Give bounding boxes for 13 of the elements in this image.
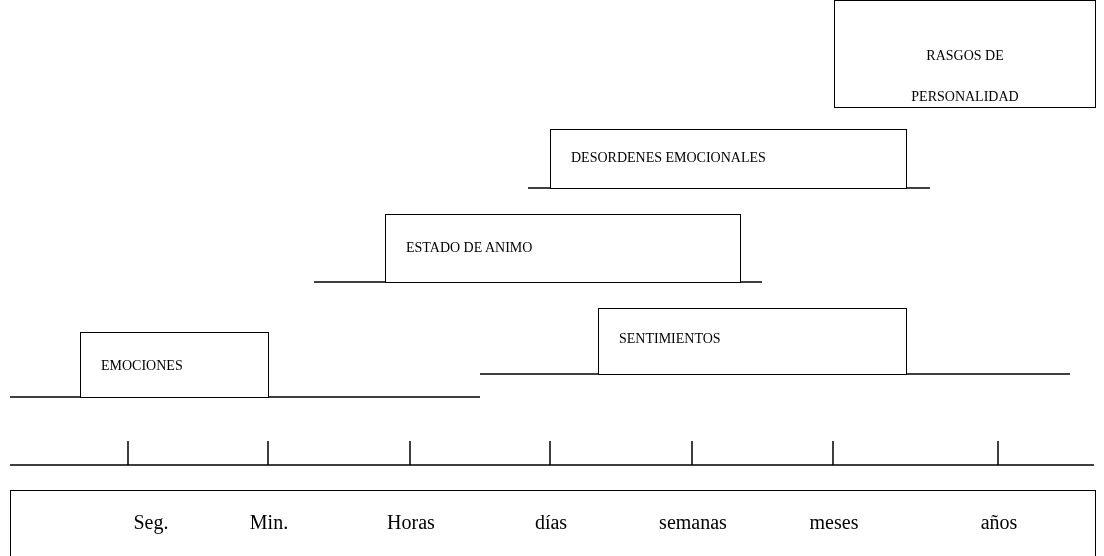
category-box: SENTIMIENTOS bbox=[598, 308, 907, 375]
category-box: RASGOS DE PERSONALIDAD bbox=[834, 0, 1096, 108]
category-box: ESTADO DE ANIMO bbox=[385, 214, 741, 283]
time-unit-label: meses bbox=[809, 511, 859, 534]
time-scale-box bbox=[10, 490, 1096, 556]
time-unit-label: semanas bbox=[659, 511, 727, 534]
time-unit-label: Min. bbox=[249, 511, 289, 534]
time-unit-label: Horas bbox=[387, 511, 435, 534]
category-box: EMOCIONES bbox=[80, 332, 269, 398]
category-box: DESORDENES EMOCIONALES bbox=[550, 129, 907, 189]
time-unit-label: días bbox=[534, 511, 568, 534]
time-unit-label: Seg. bbox=[133, 511, 169, 534]
time-unit-label: años bbox=[980, 511, 1018, 534]
